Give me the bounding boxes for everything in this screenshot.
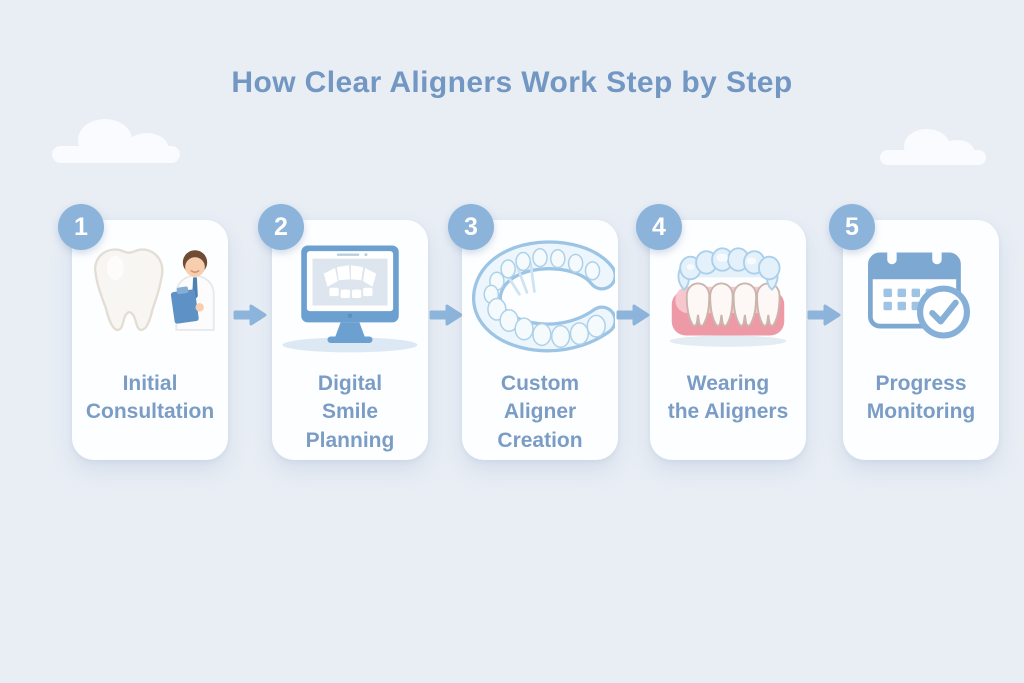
- clear-aligner-illustration: [462, 228, 618, 368]
- cloud-icon: [880, 129, 986, 165]
- step-number-badge: 4: [636, 204, 682, 250]
- step-label: Wearing the Aligners: [667, 372, 789, 424]
- step-card-wearing-the-aligners: Wearing the Aligners 4: [636, 204, 806, 460]
- step-number: 5: [845, 212, 859, 241]
- calendar-check-illustration: [843, 228, 999, 368]
- step-label: Digital Smile Planning: [305, 372, 395, 452]
- step-card-initial-consultation: 1 Initial Consultation: [58, 204, 228, 460]
- arrow-right-icon: [807, 303, 841, 327]
- step-label: Custom Aligner Creation: [497, 372, 583, 452]
- step-label: Progress Monitoring: [866, 372, 976, 424]
- calendar-check-icon: [868, 247, 970, 339]
- step-card-digital-smile-planning: 2 Digital Smil: [258, 204, 428, 460]
- teeth-with-aligner-illustration: [650, 228, 806, 368]
- step-number: 1: [74, 212, 88, 241]
- arrow-right-icon: [616, 303, 650, 327]
- clear-aligner-icon: [472, 240, 615, 353]
- teeth-aligner-icon: [669, 247, 787, 347]
- step-card-progress-monitoring: Progress Monitoring 5: [829, 204, 999, 460]
- step-number-badge: 1: [58, 204, 104, 250]
- tooth-dentist-icon: [94, 248, 215, 332]
- step-number: 2: [274, 212, 288, 241]
- arrow-right-icon: [429, 303, 463, 327]
- arrow-right-icon: [233, 303, 267, 327]
- monitor-icon: [282, 245, 418, 353]
- cloud-icon: [52, 119, 180, 163]
- monitor-smile-illustration: [272, 228, 428, 368]
- step-number: 3: [464, 212, 478, 241]
- step-number-badge: 5: [829, 204, 875, 250]
- tooth-dentist-illustration: [72, 228, 228, 368]
- step-number-badge: 3: [448, 204, 494, 250]
- page-title: How Clear Aligners Work Step by Step: [231, 66, 793, 99]
- step-card-custom-aligner-creation: Custom Aligner Creation 3: [448, 204, 618, 460]
- step-number-badge: 2: [258, 204, 304, 250]
- step-label: Initial Consultation: [85, 372, 215, 424]
- step-number: 4: [652, 212, 666, 241]
